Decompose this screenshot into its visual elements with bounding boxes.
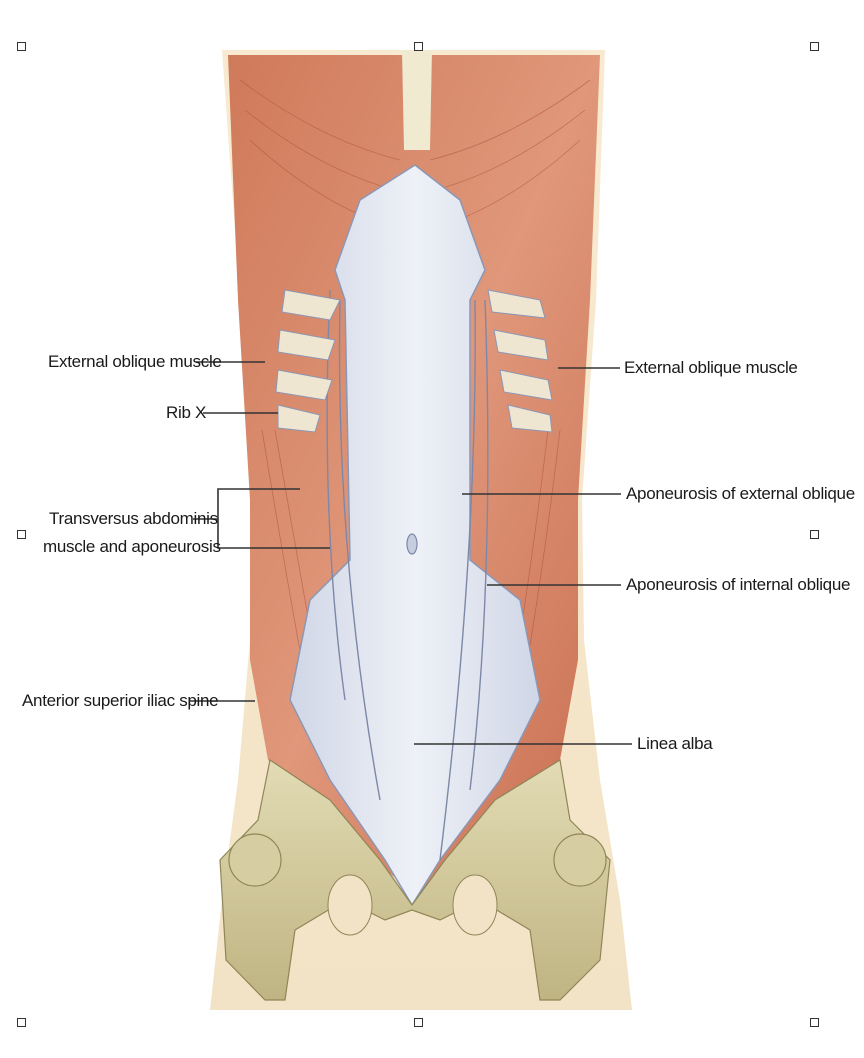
umbilicus: [406, 533, 418, 555]
resize-handle-middle-left[interactable]: [17, 530, 26, 539]
label-aponeurosis-internal-oblique: Aponeurosis of internal oblique: [626, 575, 851, 594]
femoral-head-right: [553, 833, 607, 887]
resize-handle-middle-right[interactable]: [810, 530, 819, 539]
resize-handle-top-center[interactable]: [414, 42, 423, 51]
label-external-oblique-left: External oblique muscle: [48, 352, 222, 371]
label-linea-alba: Linea alba: [637, 734, 713, 753]
label-rib-x: Rib X: [166, 403, 207, 422]
obturator-foramen-right: [452, 874, 498, 936]
femoral-head-left: [228, 833, 282, 887]
label-external-oblique-right: External oblique muscle: [624, 358, 798, 377]
label-anterior-superior-iliac-spine: Anterior superior iliac spine: [22, 691, 219, 710]
resize-handle-bottom-center[interactable]: [414, 1018, 423, 1027]
resize-handle-top-right[interactable]: [810, 42, 819, 51]
ribs-right: [487, 289, 553, 433]
resize-handle-top-left[interactable]: [17, 42, 26, 51]
label-transversus-line2: muscle and aponeurosis: [43, 537, 221, 556]
ribs-left: [275, 289, 341, 433]
resize-handle-bottom-right[interactable]: [810, 1018, 819, 1027]
pelvis: [219, 759, 611, 1001]
label-transversus-line1: Transversus abdominis: [49, 509, 218, 528]
resize-handle-bottom-left[interactable]: [17, 1018, 26, 1027]
obturator-foramen-left: [327, 874, 373, 936]
label-aponeurosis-external-oblique: Aponeurosis of external oblique: [626, 484, 855, 503]
sternum: [402, 50, 432, 150]
leader-lines: [190, 361, 632, 745]
